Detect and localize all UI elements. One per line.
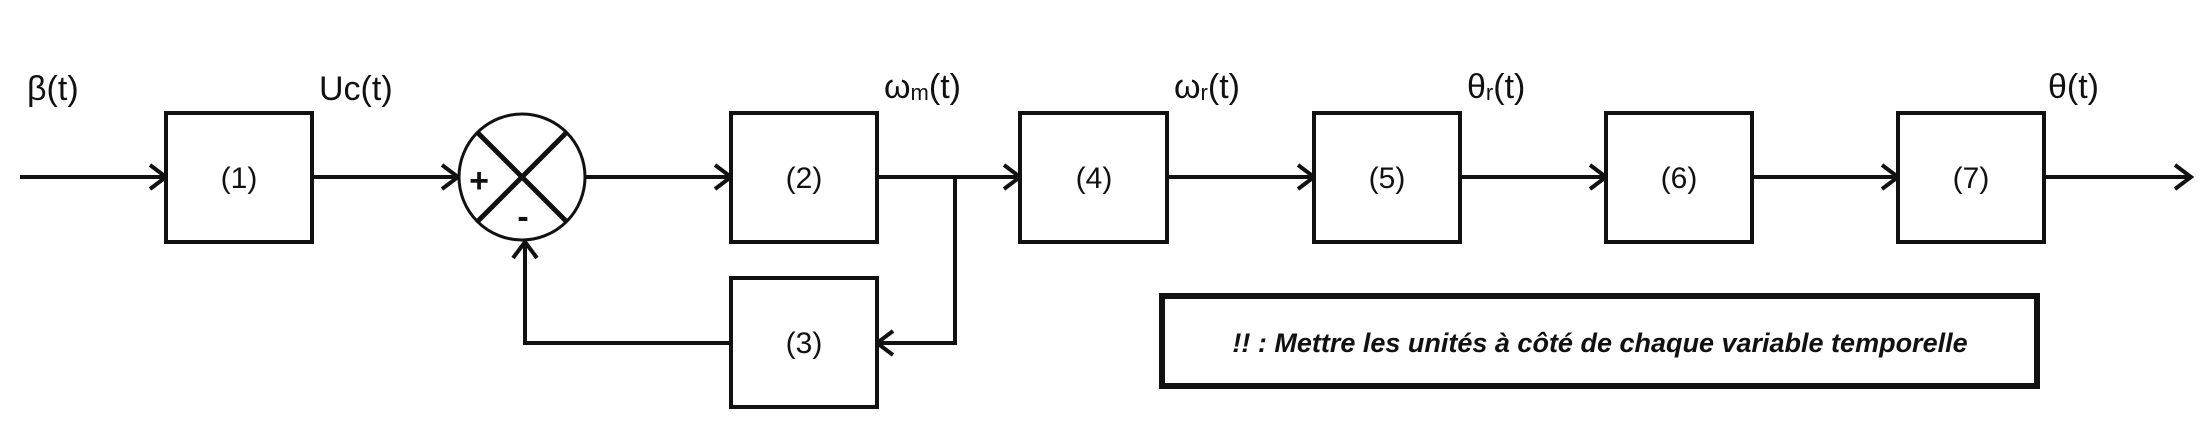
signal-uc: Uc(t) [319,70,393,108]
block-1: (1) [164,111,314,244]
block-3: (3) [729,276,879,409]
signal-beta: β(t) [27,70,79,108]
block-7-label: (7) [1953,162,1990,195]
signal-theta: θ(t) [2048,68,2099,106]
summing-junction: + - [457,112,587,242]
minus-sign: - [517,198,528,236]
block-3-label: (3) [786,327,823,360]
block-6: (6) [1604,111,1754,244]
arrowhead-icon [511,238,539,260]
block-1-label: (1) [221,162,258,195]
block-2: (2) [729,111,879,244]
block-5: (5) [1312,111,1462,244]
signal-omega-m: ωm(t) [884,68,961,106]
block-6-label: (6) [1661,162,1698,195]
signal-omega-r: ωr(t) [1174,68,1240,106]
block-4-label: (4) [1076,162,1113,195]
note-text: !! : Mettre les unités à côté de chaque … [1232,328,1967,358]
note-box: !! : Mettre les unités à côté de chaque … [1159,293,2040,389]
signal-theta-r: θr(t) [1467,68,1525,106]
feedback-wire-in [880,177,957,345]
block-5-label: (5) [1369,162,1406,195]
plus-sign: + [469,162,489,200]
block-2-label: (2) [786,162,823,195]
block-4: (4) [1018,111,1169,244]
arrowhead-icon [2173,163,2195,191]
feedback-wire-out [523,245,731,345]
block-7: (7) [1896,111,2046,244]
